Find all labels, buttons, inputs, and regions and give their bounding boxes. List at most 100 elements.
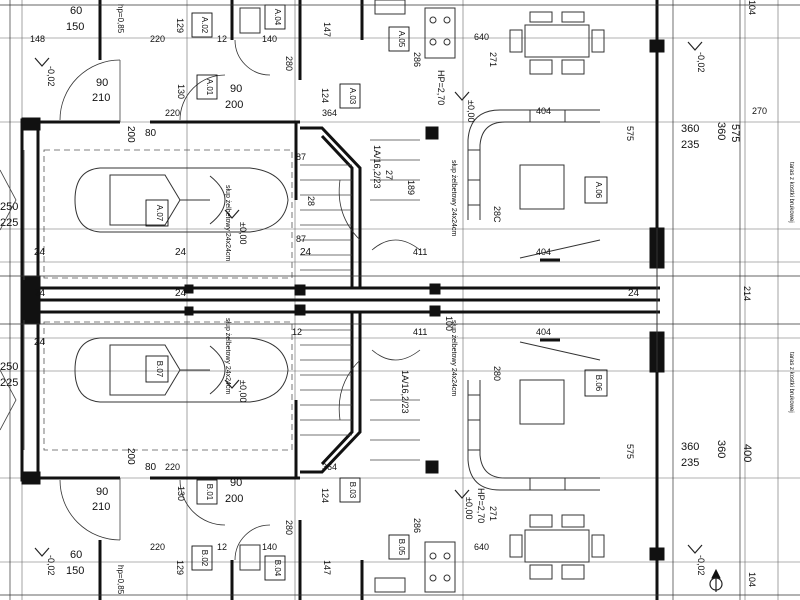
dim-label: 104 [747,0,757,15]
column-note-3: słup żelbetowy 24x24cm [450,160,457,236]
dim-label: 200 [225,493,243,505]
dim-label: 104 [747,572,757,587]
room-b02: B.02 [200,550,209,567]
room-a07: A.07 [155,205,164,222]
column-note-2: słup żelbetowy 24x24cm [224,318,231,394]
dim-label: 24 [300,247,312,258]
dim-label: 100 [444,316,454,331]
notes: 1A/16,2/23 1A/16,2/23 słup żelbetowy 24x… [116,4,794,595]
dim-label: 250 [0,201,18,213]
dim-label: 24 [34,288,46,299]
dim-label: 210 [92,92,110,104]
dim-label: 80 [145,462,157,473]
dim-label: 150 [66,565,84,577]
dim-label: 360 [715,440,727,458]
dining-table-a [509,11,605,75]
dim-label: 129 [175,560,185,575]
level-terrace-a: -0,02 [696,52,706,73]
dim-label: 200 [125,126,136,143]
level-garage-a: ±0,00 [238,222,248,244]
dim-label: 270 [752,106,767,116]
dim-label: 286 [412,52,422,67]
dim-label: 130 [176,486,186,501]
dim-label: 60 [70,549,82,561]
level-living-b: ±0,00 [464,497,474,519]
dim-label: 271 [488,506,498,521]
level-living-a: ±0,00 [466,100,476,122]
sofa-a [467,109,601,259]
dim-label: 60 [70,5,82,17]
column-note-4: słup żelbetowy 24x24cm [450,320,457,396]
dim-label: 210 [92,501,110,513]
dim-label: 147 [322,22,332,37]
room-a02: A.02 [200,17,209,34]
dim-label: 225 [0,377,18,389]
dim-label: 200 [125,448,136,465]
dim-label: 150 [66,21,84,33]
dim-label: 28C [492,206,502,223]
dim-label: 575 [625,444,635,459]
room-b03: B.03 [348,482,357,499]
dim-label: 404 [536,247,551,257]
dim-label: 87 [296,152,306,162]
level-garage-b: ±0,00 [238,380,248,402]
dim-label: 404 [536,327,551,337]
dim-label: 28 [306,196,316,206]
dim-label: 140 [262,542,277,552]
dim-label: 12 [217,34,227,44]
dim-label: 147 [322,560,332,575]
dim-label: 200 [225,99,243,111]
dim-label: 280 [284,520,294,535]
compass-icon [709,568,723,592]
dim-label: 214 [742,286,752,301]
dim-label: 24 [428,462,438,472]
dim-label: 12 [292,327,302,337]
walls [20,0,665,600]
dim-label: 640 [474,542,489,552]
dim-label: 90 [96,77,108,89]
room-b06: B.06 [594,375,603,392]
columns [184,283,441,317]
dimension-labels: 60 150 148 220 129 12 140 147 90 210 90 … [0,0,767,587]
dim-label: 24 [175,247,187,258]
dining-table-b [509,514,605,580]
dim-label: 225 [0,217,18,229]
dim-label: 575 [625,126,635,141]
garage-outline [43,149,293,451]
sofa-b [467,341,601,491]
ws-note-b: hp=0,85 [116,565,125,595]
level-entry-a: -0,02 [46,66,56,87]
dim-label: 640 [474,32,489,42]
dim-label: 24 [628,288,640,299]
terrace-note-a: taras z kostki brukowej [788,162,794,223]
dim-label: 24 [34,337,46,348]
room-a05: A.05 [397,31,406,48]
level-markers: ±0,00 ±0,00 ±0,00 ±0,00 -0,02 -0,02 -0,0… [34,41,706,576]
room-b07: B.07 [155,361,164,378]
column-note-1: słup żelbetowy 24x24cm [224,185,231,261]
dim-label: 90 [230,477,242,489]
dim-label: 364 [322,462,337,472]
dim-label: 80 [145,128,157,139]
ws-note-a: hp=0,85 [116,4,125,34]
dim-label: 124 [320,488,330,503]
room-b01: B.01 [205,484,214,501]
stair-treads [300,139,421,461]
dim-label: 575 [729,124,741,142]
level-entry-b: -0,02 [46,555,56,576]
stair-note-a: 1A/16,2/23 [372,145,382,189]
dim-label: 90 [96,486,108,498]
room-a06: A.06 [594,182,603,199]
dim-label: 271 [488,52,498,67]
dim-label: 140 [262,34,277,44]
dim-label: 250 [0,361,18,373]
dim-label: 411 [413,247,427,257]
terrace-note-b: taras z kostki brukowej [788,352,794,413]
dim-label: 404 [536,106,551,116]
hp-bottom: HP=2,70 [476,488,486,523]
dim-label: 400 [741,444,753,462]
car-a [74,167,289,233]
dim-label: 24 [175,288,187,299]
